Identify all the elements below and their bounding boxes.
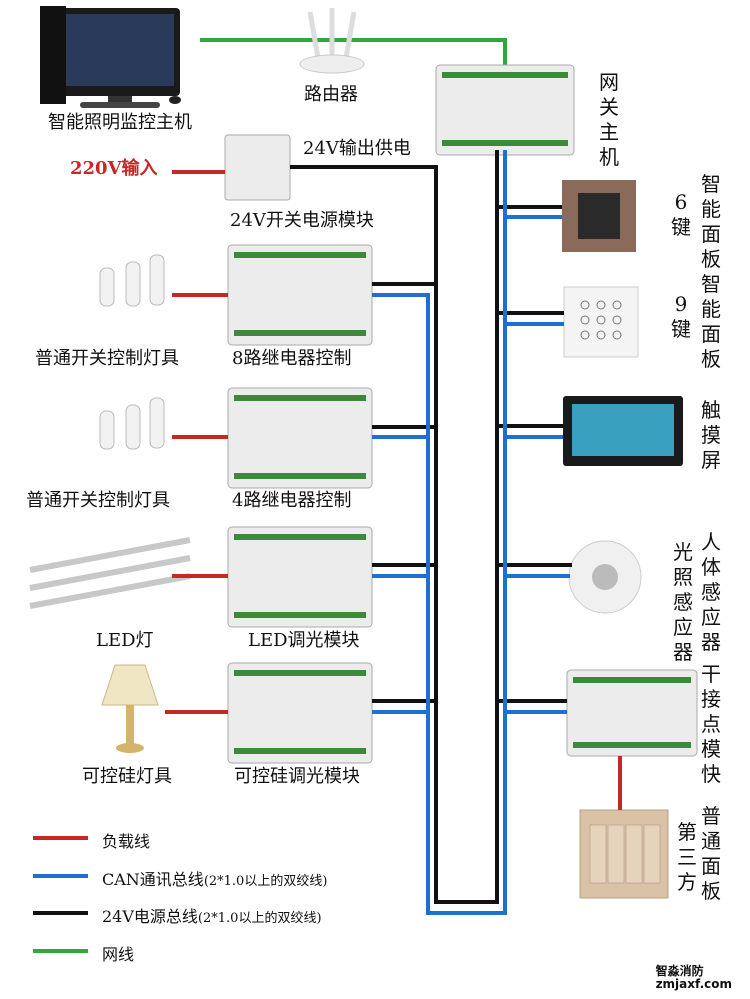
bulbs-icon xyxy=(99,254,165,450)
legend-24v: 24V电源总线(2*1.0以上的双绞线) xyxy=(102,907,322,926)
touch-label: 触摸屏 xyxy=(701,398,721,472)
9-key-panel-icon xyxy=(563,286,639,358)
dry-contact-label: 干接点模快 xyxy=(701,662,721,786)
motion-sensor-label: 人体感应器 xyxy=(701,530,721,654)
sensor-icon xyxy=(568,540,642,614)
panel6-type-label: 智能面板 xyxy=(701,172,721,271)
legend-swatches xyxy=(33,836,88,953)
led-dimmer-label: LED调光模块 xyxy=(248,630,360,651)
din-modules xyxy=(224,64,698,764)
table-lamp-icon xyxy=(101,664,159,753)
led-lamp-label: LED灯 xyxy=(96,630,154,651)
panel9-key-label: 9键 xyxy=(671,292,691,341)
power-module-icon xyxy=(224,134,291,201)
router-label: 路由器 xyxy=(304,84,358,105)
router-icon xyxy=(299,8,365,74)
legend-load: 负载线 xyxy=(102,832,151,851)
can-bus xyxy=(372,150,570,915)
power-bus xyxy=(290,150,572,904)
legend-can: CAN通讯总线(2*1.0以上的双绞线) xyxy=(102,870,328,889)
relay8-label: 8路继电器控制 xyxy=(232,348,352,369)
relay4-label: 4路继电器控制 xyxy=(232,490,352,511)
computer-label: 智能照明监控主机 xyxy=(48,112,192,133)
power-input-label: 220V输入 xyxy=(70,158,158,179)
gateway-label: 网关主机 xyxy=(599,70,619,169)
legend-network: 网线 xyxy=(102,945,135,964)
load-lines xyxy=(165,170,622,810)
watermark: 智淼消防 zmjaxf.com xyxy=(655,964,732,991)
lamp2-label: 普通开关控制灯具 xyxy=(26,490,170,511)
scr-lamp-label: 可控硅灯具 xyxy=(82,766,172,787)
ordinary-panel-label: 普通面板 xyxy=(701,804,721,903)
network-cable xyxy=(200,38,507,68)
power-output-label: 24V输出供电 xyxy=(303,138,411,159)
scr-dimmer-label: 可控硅调光模块 xyxy=(234,766,360,787)
lamp1-label: 普通开关控制灯具 xyxy=(35,348,179,369)
led-tube-icon xyxy=(29,537,191,609)
power-module-label: 24V开关电源模块 xyxy=(230,210,374,231)
computer-icon xyxy=(40,6,181,108)
terminal-strips xyxy=(234,72,691,754)
panel6-key-label: 6键 xyxy=(671,190,691,239)
panel9-type-label: 智能面板 xyxy=(701,272,721,371)
third-party-label: 第三方 xyxy=(677,820,697,894)
light-sensor-label: 光照感应器 xyxy=(673,540,693,664)
